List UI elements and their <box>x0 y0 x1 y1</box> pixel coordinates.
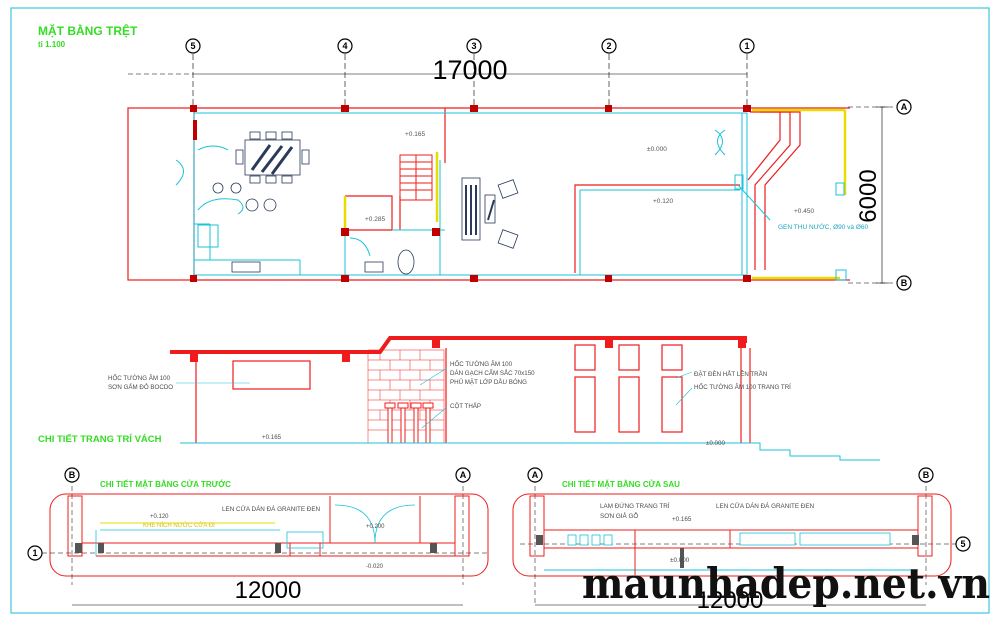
axis-bubble-3 <box>466 38 482 54</box>
front-door-outline <box>49 493 489 577</box>
level-tag: ±0.000 <box>670 557 690 564</box>
axis-label-5: 5 <box>960 539 965 549</box>
plan-windows <box>343 108 847 280</box>
plan-title: MẶT BẰNG TRỆT <box>38 23 138 38</box>
overall-width: 6000 <box>855 169 882 222</box>
niche-left-note-1: HỐC TƯỜNG ÂM 100 <box>108 375 171 382</box>
axis-bubble-b <box>896 275 912 291</box>
toilet-fixtures <box>364 249 415 275</box>
plan-levels: +0.165 ±0.000 +0.285 +0.120 +0.450 <box>365 131 814 223</box>
level-tag: ±0.000 <box>706 440 725 447</box>
axis-label-b: B <box>923 470 930 480</box>
wall-detail: CHI TIẾT TRANG TRÍ VÁCH HỐC TƯỜNG ÂM 100… <box>38 336 880 461</box>
level-tag: +0.120 <box>653 198 673 205</box>
level-tag: -0.020 <box>366 564 384 570</box>
center-note-3: PHỦ MẶT LỚP DẦU BÓNG <box>450 379 527 386</box>
level-tag: ±0.000 <box>647 146 667 153</box>
living-sofa <box>461 177 519 249</box>
yellow-note: KHE NÍCH NƯỚC CỬA ĐI <box>143 522 215 529</box>
axis-bubble-a <box>896 99 912 115</box>
brick-panel <box>367 349 445 444</box>
axis-bubble-a <box>527 467 543 483</box>
granite-note: LEN CỬA DÁN ĐÁ GRANITE ĐEN <box>222 504 321 513</box>
wall-detail-title: CHI TIẾT TRANG TRÍ VÁCH <box>38 434 162 445</box>
plan-walls <box>127 107 850 281</box>
louvers <box>567 532 891 546</box>
level-tag: +0.165 <box>672 516 692 523</box>
level-tag: +0.120 <box>150 514 169 520</box>
axis-label-b: B <box>69 470 76 480</box>
axis-label-b: B <box>901 278 908 288</box>
ground-line <box>180 442 880 461</box>
level-tag: +0.200 <box>366 524 385 530</box>
niche-left <box>232 360 311 390</box>
axis-label-1: 1 <box>744 41 749 51</box>
axis-label-a: A <box>901 102 908 112</box>
axis-label-3: 3 <box>471 41 476 51</box>
niche-left-note-2: SƠN GẤM ĐỎ BOCDO <box>108 384 173 391</box>
louver-note-2: SƠN GIẢ GỖ <box>600 511 638 520</box>
axis-bubble-b <box>918 467 934 483</box>
axis-label-a: A <box>532 470 539 480</box>
plan-columns <box>190 105 751 282</box>
dining-table <box>212 131 310 273</box>
low-columns <box>384 402 434 444</box>
axis-bubble-5 <box>185 38 201 54</box>
center-note-2: DÁN GẠCH CẨM SẮC 70x150 <box>450 369 535 377</box>
drain-note: GEN THU NƯỚC, Ø90 và Ø60 <box>778 222 868 231</box>
overall-length: 17000 <box>432 55 507 85</box>
back-door-outline <box>512 493 952 577</box>
level-tag: +0.450 <box>794 208 814 215</box>
back-door-detail: CHI TIẾT MẶT BẰNG CỬA SAU A B 5 <box>512 467 971 614</box>
sheet-frame <box>10 7 990 614</box>
front-door-title: CHI TIẾT MẶT BẰNG CỬA TRƯỚC <box>100 479 231 489</box>
back-granite-note: LEN CỬA DÁN ĐÁ GRANITE ĐEN <box>716 501 815 510</box>
level-tag: +0.165 <box>405 131 425 138</box>
plan-scale: tỉ 1.100 <box>38 40 66 49</box>
back-dimension: 12000 <box>697 587 764 614</box>
front-dimension: 12000 <box>235 577 302 604</box>
niche-right-note: HỐC TƯỜNG ÂM 100 TRANG TRÍ <box>694 384 791 391</box>
staircase <box>344 154 433 231</box>
axis-bubble-a <box>455 467 471 483</box>
axis-bubble-2 <box>601 38 617 54</box>
axis-label-4: 4 <box>342 41 347 51</box>
floor-plan: MẶT BẰNG TRỆT tỉ 1.100 5 4 3 2 1 17000 <box>38 23 912 291</box>
louver-note-1: LAM ĐỨNG TRANG TRÍ <box>600 501 670 510</box>
center-note-1: HỐC TƯỜNG ÂM 100 <box>450 361 513 368</box>
elevation-ceiling <box>170 336 747 354</box>
plan-inner-lines <box>175 112 771 276</box>
site-watermark: maunhadep.net.vn <box>582 559 990 608</box>
level-tag: +0.165 <box>262 434 282 441</box>
level-tag: +0.285 <box>365 216 385 223</box>
niches-right <box>574 344 683 433</box>
axis-bubble-1 <box>739 38 755 54</box>
axis-label-5: 5 <box>190 41 195 51</box>
axis-bubble-b <box>64 467 80 483</box>
front-door-detail: CHI TIẾT MẶT BẰNG CỬA TRƯỚC B A 1 <box>27 467 490 606</box>
back-door-title: CHI TIẾT MẶT BẰNG CỬA SAU <box>562 479 680 489</box>
column-note: CỘT THẤP <box>450 403 481 410</box>
axis-markers-top <box>185 38 755 108</box>
axis-label-2: 2 <box>606 41 611 51</box>
light-note: ĐẶT ĐÈN HẮT LÊN TRẦN <box>694 370 767 378</box>
axis-label-1: 1 <box>32 548 37 558</box>
axis-label-a: A <box>460 470 467 480</box>
axis-bubble-4 <box>337 38 353 54</box>
